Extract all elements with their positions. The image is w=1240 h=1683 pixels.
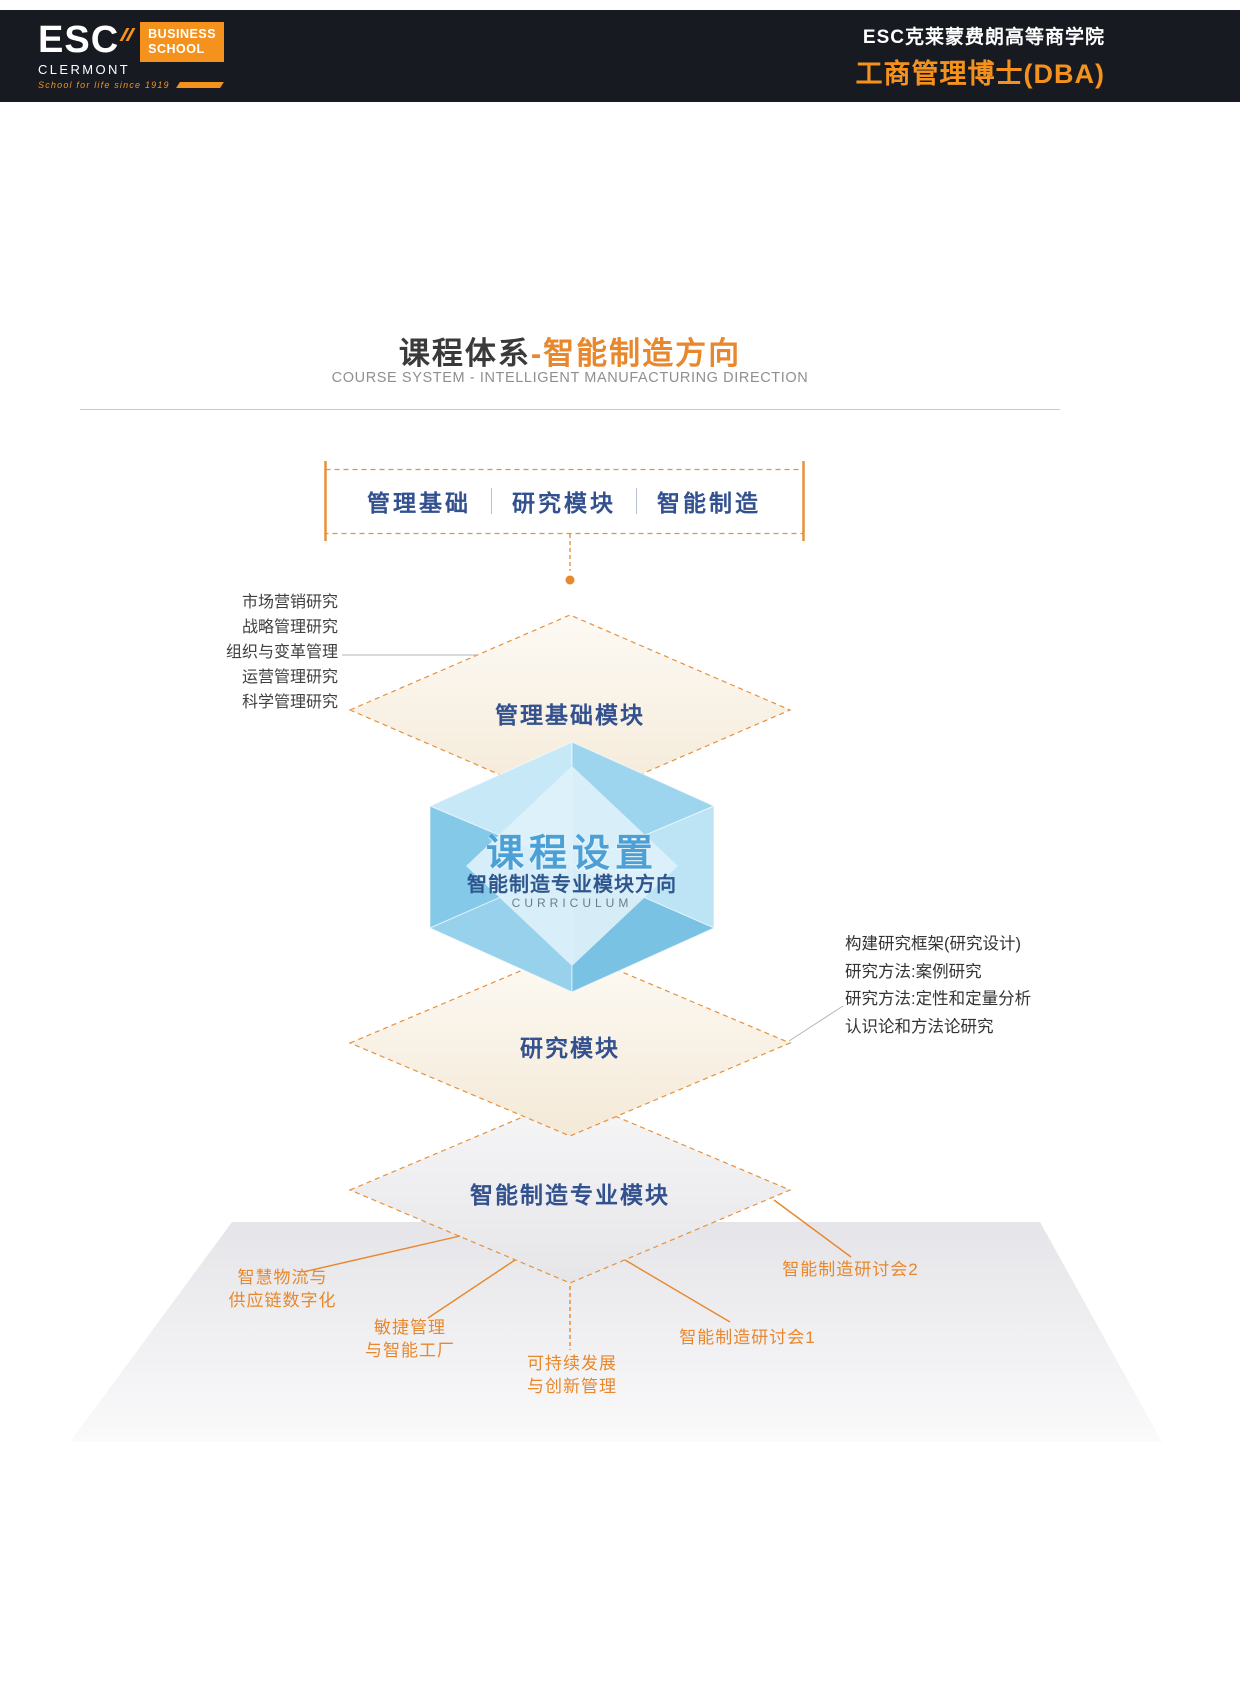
logo-underline-bar — [175, 81, 224, 88]
label-agile-management: 敏捷管理 与智能工厂 — [365, 1318, 455, 1360]
list-item: 市场营销研究 — [241, 594, 338, 611]
intelligent-module-title: 智能制造专业模块 — [470, 1182, 670, 1208]
page-title-black: 课程体系 — [398, 336, 531, 371]
page-subtitle: COURSE SYSTEM - INTELLIGENT MANUFACTURIN… — [331, 370, 809, 386]
gem-title: 课程设置 — [485, 833, 658, 875]
page-title: 课程体系-智能制造方向 — [0, 328, 1140, 373]
header-bar: ESC CLERMONT BUSINESS SCHOOL School for … — [0, 10, 1240, 102]
research-course-list: 构建研究框架(研究设计) 研究方法:案例研究 研究方法:定性和定量分析 认识论和… — [845, 931, 1105, 1041]
tab-intelligent-manufacturing: 智能制造 — [657, 490, 761, 516]
header-program-title: ESC克莱蒙费朗高等商学院 工商管理博士(DBA) — [856, 22, 1105, 91]
management-course-list: 市场营销研究 战略管理研究 组织与变革管理 运营管理研究 科学管理研究 — [120, 590, 338, 715]
logo-badge: BUSINESS SCHOOL — [140, 22, 225, 63]
tab-separator — [491, 488, 492, 514]
esc-logo: ESC CLERMONT BUSINESS SCHOOL School for … — [38, 19, 225, 90]
gem-caption: CURRICULUM — [511, 896, 633, 910]
list-item: 运营管理研究 — [241, 669, 338, 686]
tab-management-basics: 管理基础 — [367, 490, 471, 516]
list-item: 认识论和方法论研究 — [845, 1017, 994, 1036]
agile-connector — [427, 1259, 516, 1319]
drop-dot — [565, 575, 575, 585]
module-tabs: 管理基础 研究模块 智能制造 — [325, 469, 803, 533]
list-item: 构建研究框架(研究设计) — [845, 935, 1021, 953]
label-sustainable-innovation: 可持续发展 与创新管理 — [527, 1354, 617, 1396]
logo-clermont-text: CLERMONT — [38, 61, 131, 77]
program-name-cn: 工商管理博士(DBA) — [855, 58, 1105, 89]
logo-tagline: School for life since 1919 — [38, 79, 170, 90]
label-seminar-1: 智能制造研讨会1 — [679, 1328, 816, 1347]
tab-research-module: 研究模块 — [512, 490, 616, 516]
list-item: 研究方法:定性和定量分析 — [845, 990, 1032, 1008]
school-name-cn: ESC克莱蒙费朗高等商学院 — [862, 26, 1105, 48]
seminar1-connector — [624, 1259, 731, 1323]
list-item: 研究方法:案例研究 — [845, 962, 982, 981]
label-seminar-2: 智能制造研讨会2 — [782, 1260, 919, 1279]
gem-subtitle: 智能制造专业模块方向 — [467, 874, 677, 896]
logo-esc-text: ESC — [38, 19, 120, 62]
title-divider — [80, 409, 1060, 410]
logo-bolt-icon — [119, 28, 136, 42]
right-list-connector — [788, 1005, 844, 1042]
research-module-title: 研究模块 — [520, 1035, 620, 1061]
logo-badge-line1: BUSINESS — [148, 27, 217, 42]
list-item: 科学管理研究 — [241, 694, 338, 711]
floor-trapezoid — [70, 1222, 1162, 1442]
logo-badge-line2: SCHOOL — [148, 42, 205, 57]
list-item: 战略管理研究 — [241, 619, 338, 636]
list-item: 组织与变革管理 — [225, 644, 338, 661]
page-title-orange: -智能制造方向 — [530, 336, 742, 371]
tab-separator — [636, 488, 637, 514]
label-smart-logistics: 智慧物流与 供应链数字化 — [228, 1268, 337, 1310]
management-module-title: 管理基础模块 — [495, 702, 645, 728]
